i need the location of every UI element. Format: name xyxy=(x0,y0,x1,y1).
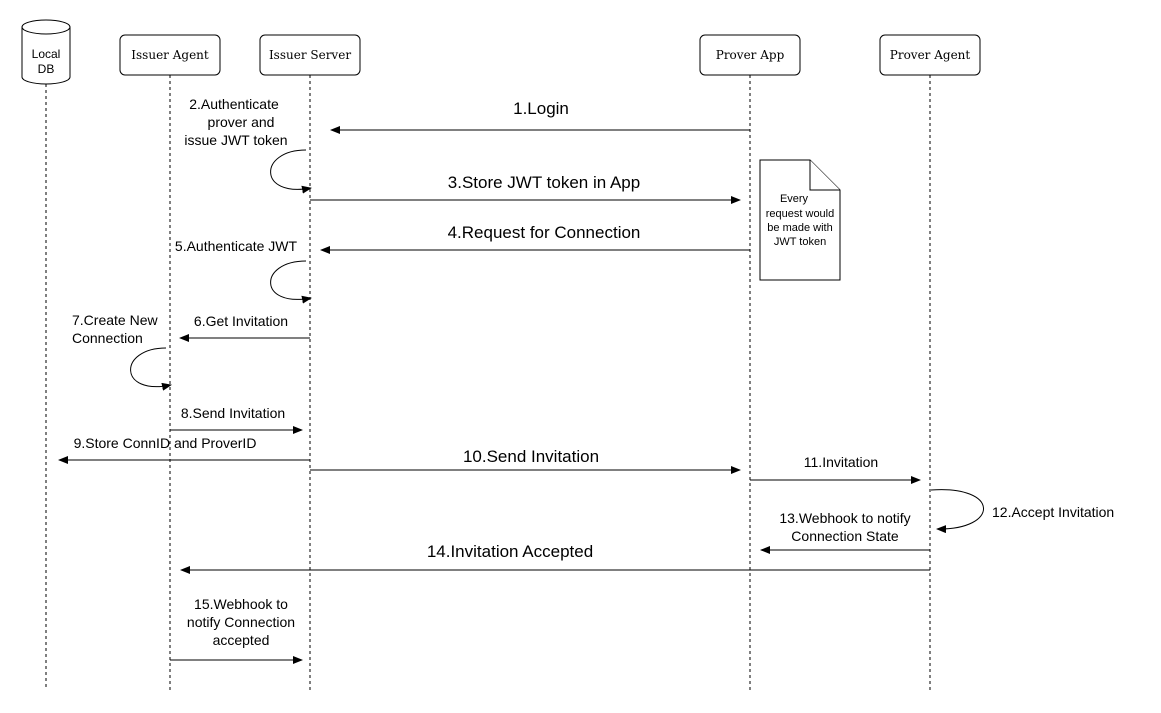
message-label: 11.Invitation xyxy=(804,454,878,470)
message-label: 5.Authenticate JWT xyxy=(175,238,298,254)
message-label: 2.Authenticate xyxy=(189,96,279,112)
note-jwt: Every request would be made with JWT tok… xyxy=(759,159,841,281)
message-label: 13.Webhook to notify xyxy=(779,510,910,526)
message-label: 1.Login xyxy=(513,99,569,118)
message-7-create-connection: 7.Create New Connection xyxy=(72,312,172,391)
message-6-get-invitation: 6.Get Invitation xyxy=(179,313,310,342)
note-text-line: be made with xyxy=(767,222,832,234)
message-14-invitation-accepted: 14.Invitation Accepted xyxy=(180,542,930,574)
note-text-line: Every xyxy=(780,193,809,205)
message-label: 10.Send Invitation xyxy=(463,447,599,466)
message-label: 4.Request for Connection xyxy=(448,223,641,242)
message-label: 7.Create New xyxy=(72,312,158,328)
participant-prover-app: Prover App xyxy=(699,34,801,76)
message-9-store-connid: 9.Store ConnID and ProverID xyxy=(58,435,310,464)
message-label: prover and xyxy=(208,114,275,130)
message-5-authenticate-jwt: 5.Authenticate JWT xyxy=(175,238,312,304)
participant-label: Issuer Server xyxy=(269,48,351,62)
message-4-request-connection: 4.Request for Connection xyxy=(320,223,750,254)
message-label: 8.Send Invitation xyxy=(181,405,285,421)
message-12-accept-invitation: 12.Accept Invitation xyxy=(930,489,1114,534)
participant-localdb: Local DB xyxy=(21,19,71,85)
participant-label: Issuer Agent xyxy=(131,48,209,62)
participant-label: Prover App xyxy=(716,48,785,62)
message-label: 6.Get Invitation xyxy=(194,313,288,329)
participant-issuer-agent: Issuer Agent xyxy=(119,34,221,76)
message-2-authenticate-prover: 2.Authenticate prover and issue JWT toke… xyxy=(184,96,312,194)
message-8-send-invitation: 8.Send Invitation xyxy=(170,405,303,434)
message-label: accepted xyxy=(213,632,270,648)
message-label: 12.Accept Invitation xyxy=(992,504,1114,520)
message-label: 15.Webhook to xyxy=(194,596,288,612)
participant-label-line: Local xyxy=(32,47,61,61)
message-10-send-invitation: 10.Send Invitation xyxy=(310,447,741,474)
message-13-webhook-state: 13.Webhook to notify Connection State xyxy=(760,510,930,554)
message-label: issue JWT token xyxy=(184,132,287,148)
note-text-line: JWT token xyxy=(774,236,826,248)
message-label: 14.Invitation Accepted xyxy=(427,542,593,561)
message-1-login: 1.Login xyxy=(330,99,750,134)
participant-issuer-server: Issuer Server xyxy=(259,34,361,76)
message-label: 9.Store ConnID and ProverID xyxy=(74,435,257,451)
message-11-invitation: 11.Invitation xyxy=(750,454,921,484)
message-label: Connection xyxy=(72,330,143,346)
message-3-store-jwt: 3.Store JWT token in App xyxy=(310,173,741,204)
participant-label: Prover Agent xyxy=(890,48,971,62)
note-text-line: request would xyxy=(766,208,835,220)
message-label: Connection State xyxy=(791,528,899,544)
message-label: notify Connection xyxy=(187,614,295,630)
message-label: 3.Store JWT token in App xyxy=(448,173,640,192)
participant-label-line: DB xyxy=(38,62,55,76)
participant-prover-agent: Prover Agent xyxy=(879,34,981,76)
message-15-webhook-accepted: 15.Webhook to notify Connection accepted xyxy=(170,596,303,664)
